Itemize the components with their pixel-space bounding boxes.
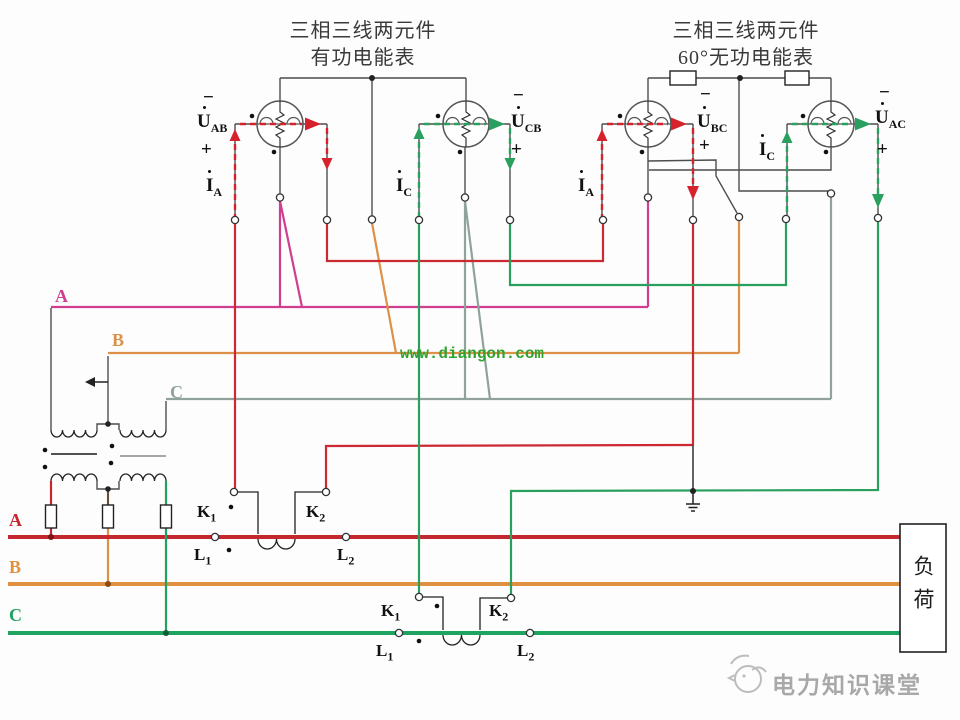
pt-earth-icon xyxy=(85,377,108,387)
minus-sign: − xyxy=(879,82,890,103)
bus-label-b: B xyxy=(9,557,22,577)
voltage-label-uac: UAC xyxy=(875,102,906,130)
title-reactive-line2: 60°无功电能表 xyxy=(678,47,814,69)
plus-sign: + xyxy=(877,139,888,160)
fuse-icons xyxy=(44,504,173,529)
current-label-ia-2: IA xyxy=(578,170,594,198)
ct-a-l1-label: L1 xyxy=(194,545,212,568)
minus-sign: − xyxy=(203,87,214,108)
ct-c-l2-label: L2 xyxy=(517,641,535,664)
current-label-ic-2: IC xyxy=(759,134,775,162)
title-reactive-line1: 三相三线两元件 xyxy=(672,20,820,42)
main-buses xyxy=(8,481,900,635)
overdot xyxy=(208,170,212,174)
plus-sign: + xyxy=(511,139,522,160)
overdot xyxy=(881,102,885,106)
sense-bus-b xyxy=(106,221,741,584)
current-label-ia-1: IA xyxy=(206,170,222,198)
ct-a-k1-label: K1 xyxy=(197,502,217,525)
title-reactive-meter: 三相三线两元件 60°无功电能表 xyxy=(613,18,879,72)
ct-c-l1-label: L1 xyxy=(376,641,394,664)
current-label-ic-1: IC xyxy=(396,170,412,198)
pt-coils xyxy=(50,429,167,482)
overdot xyxy=(761,134,765,138)
overdot xyxy=(203,106,207,110)
brand-mascot-icon xyxy=(726,654,767,693)
pt-core xyxy=(51,453,166,457)
minus-sign: − xyxy=(513,85,524,106)
ct-c-symbol xyxy=(423,596,507,646)
bus-label-a: A xyxy=(9,510,22,530)
ground-icon xyxy=(686,491,700,512)
watermark: www.diangon.com xyxy=(400,345,545,363)
voltage-label-ucb: UCB xyxy=(511,106,541,134)
voltage-label-ubc: UBC xyxy=(697,106,727,134)
terminal-circles xyxy=(210,189,883,638)
load-box xyxy=(899,523,947,653)
current-direction-red xyxy=(233,122,695,218)
title-active-meter: 三相三线两元件 有功电能表 xyxy=(230,18,496,72)
overdot xyxy=(703,106,707,110)
plus-sign: + xyxy=(699,135,710,156)
sense-label-a: A xyxy=(55,286,68,306)
ct-c-k1-label: K1 xyxy=(381,601,401,624)
plus-sign: + xyxy=(201,139,212,160)
ct-c-k2-label: K2 xyxy=(489,601,509,624)
sense-label-b: B xyxy=(112,330,125,350)
current-arrows-red xyxy=(229,117,699,200)
polarity-dots xyxy=(42,113,829,644)
sense-bus-a xyxy=(51,200,650,309)
junction-dots xyxy=(48,75,743,636)
current-direction-green xyxy=(417,122,880,218)
ct-a-l2-label: L2 xyxy=(337,545,355,568)
brand-name: 电力知识课堂 xyxy=(772,672,922,698)
current-arrows-green xyxy=(413,117,884,208)
title-active-line1: 三相三线两元件 xyxy=(289,20,437,42)
overdot xyxy=(398,170,402,174)
overdot xyxy=(517,106,521,110)
ct-a-symbol xyxy=(238,491,322,550)
title-active-line2: 有功电能表 xyxy=(310,47,416,69)
load-label: 负荷 xyxy=(911,555,935,621)
minus-sign: − xyxy=(700,84,711,105)
sense-bus-c xyxy=(166,197,833,401)
ct-a-k2-label: K2 xyxy=(306,502,326,525)
sense-label-c: C xyxy=(170,382,183,402)
voltage-label-uab: UAB xyxy=(197,106,227,134)
bus-label-c: C xyxy=(9,605,22,625)
overdot xyxy=(580,170,584,174)
resistor-icons xyxy=(669,70,810,86)
current-wires-red xyxy=(233,224,695,488)
